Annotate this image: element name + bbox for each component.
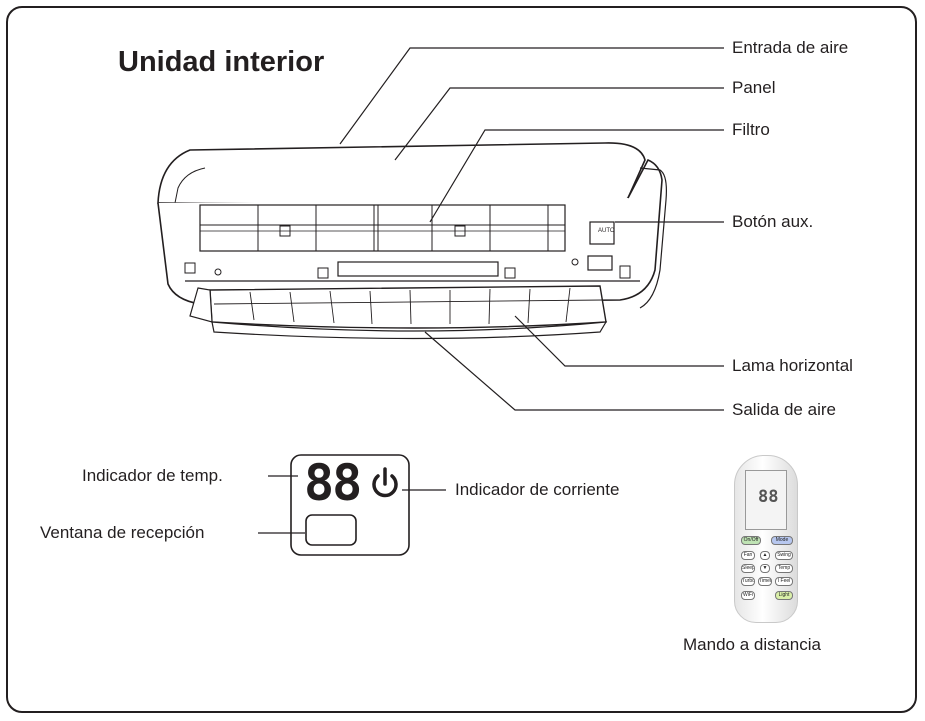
label-aux-button: Botón aux.	[732, 212, 814, 231]
leader-panel	[394, 87, 724, 161]
remote-mode-button: Mode	[771, 536, 793, 545]
leader-air-inlet	[339, 47, 724, 145]
label-temp-indicator: Indicador de temp.	[82, 466, 223, 485]
remote-screen: 88	[745, 470, 787, 530]
power-icon	[372, 467, 398, 498]
temp-digits: 88	[304, 454, 362, 512]
label-remote-control: Mando a distancia	[683, 635, 821, 654]
filter-grid	[199, 204, 566, 252]
air-outlet-louver	[209, 285, 607, 329]
remote-timer-button: Timer	[758, 577, 772, 586]
label-air-inlet: Entrada de aire	[732, 38, 849, 57]
label-horizontal-louver: Lama horizontal	[732, 356, 853, 375]
diagram-frame	[6, 6, 917, 713]
auto-label: AUTO	[598, 228, 615, 234]
leader-lines	[339, 47, 724, 411]
label-filter: Filtro	[732, 120, 770, 139]
remote-ifeel-button: I Feel	[775, 577, 793, 586]
remote-turbo-button: Turbo	[741, 577, 755, 586]
leader-horizontal-louver	[514, 315, 724, 367]
remote-swing-button: Swing	[775, 551, 793, 560]
remote-sleep-button: Sleep	[741, 564, 755, 573]
aux-button-box	[589, 221, 615, 245]
remote-down-button: ▼	[760, 564, 770, 573]
label-power-indicator: Indicador de corriente	[455, 480, 620, 499]
remote-screen-digits: 88	[758, 487, 779, 507]
label-air-outlet: Salida de aire	[732, 400, 836, 419]
remote-control: 88 On/Off Mode Fan ▲ Swing Sleep ▼ Temp …	[734, 455, 798, 623]
remote-temp-button: Temp	[775, 564, 793, 573]
remote-light-button: Light	[775, 591, 793, 600]
display-panel	[258, 454, 446, 556]
leader-air-outlet	[424, 331, 724, 411]
indoor-unit: AUTO	[157, 142, 667, 340]
remote-wifi-button: WiFi	[741, 591, 755, 600]
leader-filter	[429, 129, 724, 223]
label-receiver-window: Ventana de recepción	[40, 523, 205, 542]
label-panel: Panel	[732, 78, 776, 97]
remote-onoff-button: On/Off	[741, 536, 761, 545]
diagram-title: Unidad interior	[118, 46, 325, 78]
remote-up-button: ▲	[760, 551, 770, 560]
remote-fan-button: Fan	[741, 551, 755, 560]
receiver-window	[305, 514, 357, 546]
